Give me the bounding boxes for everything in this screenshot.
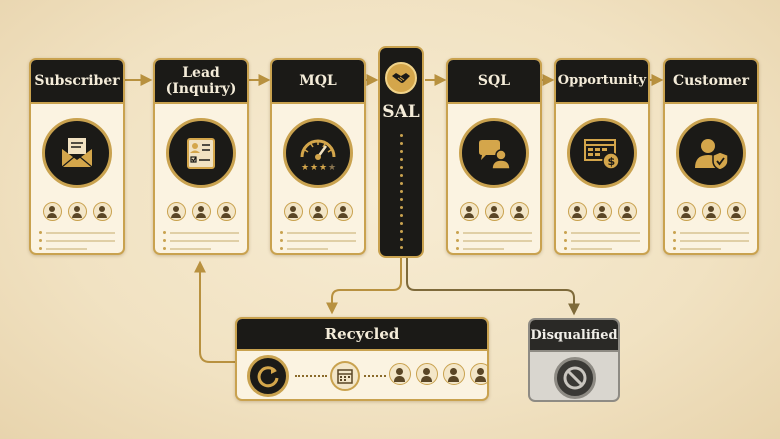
person-icon <box>283 202 303 221</box>
placeholder-lines <box>163 231 239 250</box>
stage-card-opportunity: Opportunity $ <box>554 58 650 255</box>
people-row <box>389 363 487 385</box>
person-icon <box>726 202 746 221</box>
person-icon <box>191 202 211 221</box>
stage-title: MQL <box>272 60 364 104</box>
stage-title: Subscriber <box>31 60 123 104</box>
arrow-sal-disqualified <box>406 258 580 316</box>
svg-text:★: ★ <box>301 163 309 173</box>
person-icon <box>592 202 612 221</box>
placeholder-lines <box>456 231 532 250</box>
placeholder-lines <box>673 231 749 250</box>
stage-card-sql: SQL <box>446 58 542 255</box>
people-row <box>272 202 364 221</box>
dotted-connector <box>295 375 327 377</box>
recycle-arrows-icon <box>247 355 289 397</box>
stage-card-mql: MQL ★★★★ <box>270 58 366 255</box>
stage-card-subscriber: Subscriber <box>29 58 125 255</box>
dotted-connector <box>364 375 386 377</box>
recycled-title: Recycled <box>237 319 487 351</box>
person-icon <box>216 202 236 221</box>
stage-title: Customer <box>665 60 757 104</box>
chat-person-icon <box>459 118 529 188</box>
disqualified-box: Disqualified <box>528 318 620 402</box>
stage-card-sal: SAL <box>378 46 424 258</box>
people-row <box>155 202 247 221</box>
person-icon <box>567 202 587 221</box>
stage-card-customer: Customer <box>663 58 759 255</box>
person-shield-icon <box>676 118 746 188</box>
person-icon <box>92 202 112 221</box>
people-row <box>665 202 757 221</box>
stage-title: Opportunity <box>556 60 648 104</box>
calendar-icon <box>330 361 360 391</box>
handshake-icon <box>385 62 417 94</box>
person-icon <box>166 202 186 221</box>
person-icon <box>617 202 637 221</box>
person-icon <box>676 202 696 221</box>
person-icon <box>470 363 487 385</box>
people-row <box>448 202 540 221</box>
person-icon <box>333 202 353 221</box>
form-checklist-icon <box>166 118 236 188</box>
person-icon <box>443 363 465 385</box>
svg-text:★: ★ <box>310 163 318 173</box>
calendar-dollar-icon: $ <box>567 118 637 188</box>
placeholder-lines <box>564 231 640 250</box>
stage-title: Lead (Inquiry) <box>155 60 247 104</box>
person-icon <box>484 202 504 221</box>
disqualified-title: Disqualified <box>530 320 618 352</box>
person-icon <box>509 202 529 221</box>
person-icon <box>67 202 87 221</box>
placeholder-lines <box>280 231 356 250</box>
person-icon <box>42 202 62 221</box>
svg-text:★: ★ <box>319 163 327 173</box>
arrow-recycled-lead <box>194 260 235 363</box>
arrow-sal-recycled <box>326 258 402 315</box>
prohibited-icon <box>554 357 596 399</box>
gauge-stars-icon: ★★★★ <box>283 118 353 188</box>
svg-text:★: ★ <box>328 163 336 173</box>
people-row <box>31 202 123 221</box>
stage-title: SQL <box>448 60 540 104</box>
person-icon <box>308 202 328 221</box>
placeholder-lines <box>39 231 115 250</box>
envelope-icon <box>42 118 112 188</box>
svg-text:$: $ <box>608 155 616 168</box>
person-icon <box>389 363 411 385</box>
person-icon <box>459 202 479 221</box>
person-icon <box>416 363 438 385</box>
person-icon <box>701 202 721 221</box>
sal-title: SAL <box>382 102 420 122</box>
sal-dotted-line <box>400 134 403 254</box>
recycled-box: Recycled <box>235 317 489 401</box>
stage-card-lead: Lead (Inquiry) <box>153 58 249 255</box>
people-row <box>556 202 648 221</box>
